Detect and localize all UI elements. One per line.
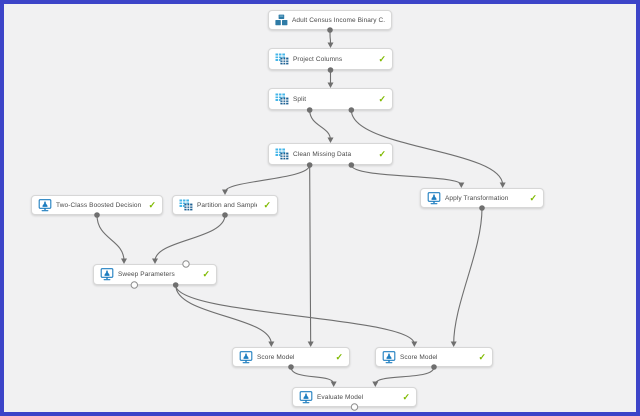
ml-module-icon — [100, 268, 114, 281]
node-dataset[interactable]: Adult Census Income Binary C... — [268, 10, 392, 30]
node-label: Clean Missing Data — [293, 150, 352, 158]
connector-edge — [154, 214, 226, 262]
ml-module-icon — [38, 198, 52, 212]
node-clean-missing-data[interactable]: Clean Missing Data ✓ — [268, 143, 393, 165]
node-label: Apply Transformation — [445, 194, 509, 202]
status-check-icon: ✓ — [378, 148, 386, 159]
node-partition-and-sample[interactable]: Partition and Sample ✓ — [172, 195, 278, 215]
connector-edge — [309, 164, 312, 345]
node-score-model-left[interactable]: Score Model ✓ — [232, 347, 350, 367]
node-two-class-boosted-decision-tree[interactable]: Two-Class Boosted Decision T... ✓ — [31, 195, 163, 215]
node-project-columns[interactable]: Project Columns ✓ — [268, 48, 393, 70]
node-label: Partition and Sample — [197, 201, 258, 209]
data-transform-icon — [275, 53, 289, 65]
ml-module-icon — [427, 191, 441, 205]
node-sweep-parameters[interactable]: Sweep Parameters ✓ — [93, 264, 217, 285]
data-transform-icon — [275, 148, 289, 160]
status-check-icon: ✓ — [478, 351, 486, 362]
node-apply-transformation[interactable]: Apply Transformation ✓ — [420, 188, 544, 208]
node-label: Adult Census Income Binary C... — [292, 16, 385, 24]
node-label: Sweep Parameters — [118, 271, 175, 278]
connector-edge — [175, 284, 415, 345]
connector-edge — [96, 214, 125, 262]
ml-module-icon — [239, 350, 253, 364]
status-check-icon: ✓ — [378, 53, 386, 64]
status-check-icon: ✓ — [335, 351, 343, 362]
connector-edge — [175, 284, 272, 345]
node-label: Score Model — [257, 353, 295, 361]
connector-edge — [329, 29, 332, 46]
connector-edge — [453, 207, 483, 345]
status-check-icon: ✓ — [402, 391, 410, 402]
status-check-icon: ✓ — [263, 199, 271, 210]
connector-edge — [350, 164, 462, 186]
connector-edge — [224, 164, 311, 193]
connector-edge — [374, 366, 435, 385]
status-check-icon: ✓ — [202, 269, 210, 279]
dataset-icon — [275, 14, 288, 26]
connector-edge — [290, 366, 335, 385]
node-label: Evaluate Model — [317, 393, 364, 401]
node-evaluate-model[interactable]: Evaluate Model ✓ — [292, 387, 417, 407]
node-label: Score Model — [400, 353, 438, 361]
node-label: Split — [293, 95, 307, 103]
node-label: Project Columns — [293, 55, 343, 63]
connector-edge — [309, 109, 332, 141]
status-check-icon: ✓ — [378, 93, 386, 104]
status-check-icon: ✓ — [148, 199, 156, 210]
ml-module-icon — [299, 390, 313, 404]
node-split[interactable]: Split ✓ — [268, 88, 393, 110]
node-label: Two-Class Boosted Decision T... — [56, 201, 142, 209]
data-transform-icon — [275, 93, 289, 105]
ml-module-icon — [382, 350, 396, 364]
status-check-icon: ✓ — [529, 192, 537, 203]
node-score-model-right[interactable]: Score Model ✓ — [375, 347, 493, 367]
data-transform-icon — [179, 199, 193, 211]
